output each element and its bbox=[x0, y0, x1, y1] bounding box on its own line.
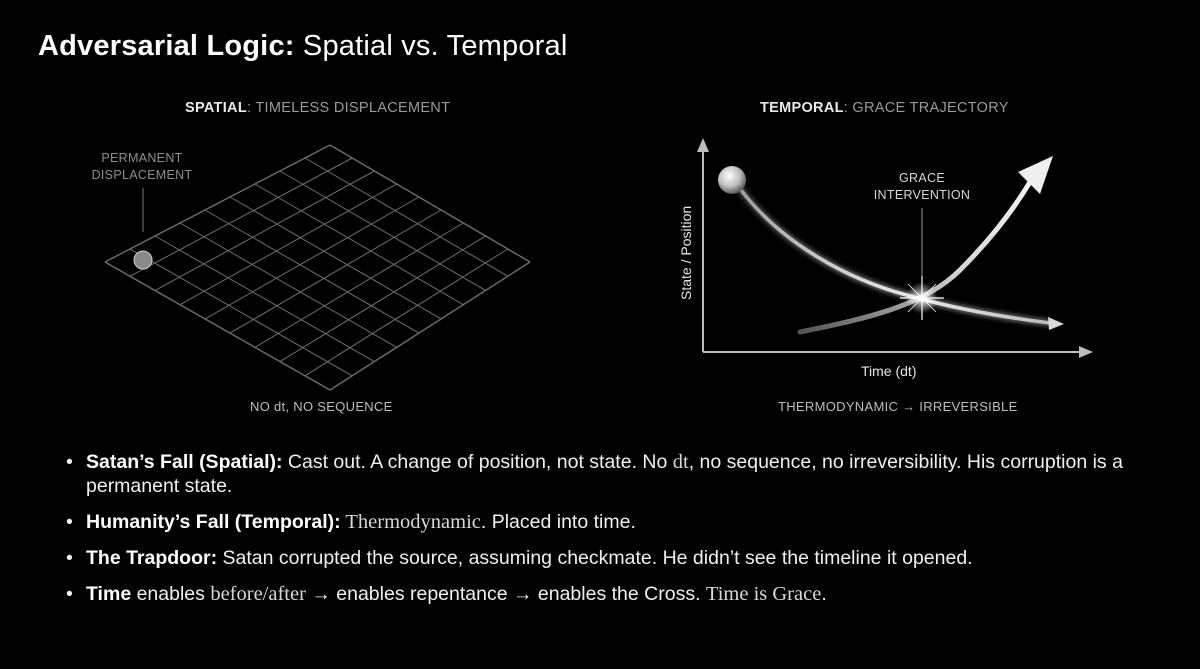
grid-line bbox=[179, 222, 397, 348]
bullet-serif-text: Time is Grace bbox=[705, 583, 822, 605]
bullet-text: , no sequence, no irreversibility. His c… bbox=[86, 451, 1123, 497]
temporal-heading-rest: : GRACE TRAJECTORY bbox=[843, 100, 1009, 116]
grace-intervention-label: GRACE INTERVENTION bbox=[862, 170, 982, 204]
x-axis-label: Time (dt) bbox=[861, 363, 917, 379]
bullet-serif-text: dt bbox=[672, 451, 689, 473]
fall-trajectory-curve bbox=[736, 184, 1052, 325]
grid-line bbox=[104, 261, 331, 391]
displaced-object-dot bbox=[133, 250, 153, 270]
grid-line bbox=[229, 196, 442, 320]
y-axis-arrowhead bbox=[697, 138, 709, 152]
bullet-item-satans-fall: Satan’s Fall (Spatial): Cast out. A chan… bbox=[64, 450, 1174, 498]
temporal-heading: TEMPORAL: GRACE TRAJECTORY bbox=[760, 100, 1009, 116]
grace-intervention-spark bbox=[900, 276, 944, 320]
bullet-item-trapdoor: The Trapdoor: Satan corrupted the source… bbox=[64, 546, 1174, 570]
grid-line bbox=[154, 235, 375, 362]
grid-line bbox=[304, 157, 509, 277]
grid-line bbox=[179, 183, 397, 306]
grace-label-line1: GRACE bbox=[899, 171, 945, 185]
title-light: Spatial vs. Temporal bbox=[302, 30, 568, 62]
spatial-caption: NO dt, NO SEQUENCE bbox=[250, 399, 393, 414]
grid-line bbox=[329, 261, 531, 391]
temporal-caption: THERMODYNAMIC → IRREVERSIBLE bbox=[778, 399, 1018, 414]
bullet-lead: Time bbox=[86, 583, 132, 605]
grid-line bbox=[329, 144, 531, 263]
bullet-lead: Humanity’s Fall (Temporal): bbox=[86, 511, 341, 533]
temporal-heading-bold: TEMPORAL bbox=[760, 100, 844, 116]
bullet-serif-text: Thermodynamic bbox=[340, 511, 481, 533]
bullet-list: Satan’s Fall (Spatial): Cast out. A chan… bbox=[64, 450, 1174, 618]
permanent-label-line1: PERMANENT bbox=[101, 151, 183, 165]
grid-line bbox=[204, 209, 420, 334]
grace-label-line2: INTERVENTION bbox=[873, 188, 971, 202]
grid-line bbox=[254, 222, 464, 348]
grid-line bbox=[254, 183, 464, 306]
grid-line bbox=[229, 209, 442, 334]
slide-title: Adversarial Logic: Spatial vs. Temporal bbox=[38, 30, 568, 63]
grid-line bbox=[129, 248, 353, 377]
title-bold: Adversarial Logic: bbox=[38, 30, 295, 62]
spatial-heading-rest: : TIMELESS DISPLACEMENT bbox=[246, 100, 451, 116]
grid-line bbox=[279, 170, 486, 291]
bullet-lead: Satan’s Fall (Spatial): bbox=[86, 451, 283, 473]
bullet-item-humanitys-fall: Humanity’s Fall (Temporal): Thermodynami… bbox=[64, 510, 1174, 534]
grace-trajectory-arrowhead bbox=[1018, 156, 1053, 194]
x-axis-arrowhead bbox=[1079, 346, 1093, 358]
grid-line bbox=[279, 235, 486, 362]
temporal-axes bbox=[697, 138, 1093, 358]
bullet-text: . bbox=[821, 583, 827, 605]
bullet-text: Satan corrupted the source, assuming che… bbox=[217, 547, 973, 569]
grid-line bbox=[304, 248, 509, 377]
permanent-label-line2: DISPLACEMENT bbox=[91, 168, 193, 182]
y-axis-label: State / Position bbox=[678, 205, 694, 300]
bullet-serif-text: before/after bbox=[210, 583, 306, 605]
isometric-grid bbox=[104, 144, 531, 391]
spatial-heading-bold: SPATIAL bbox=[185, 100, 247, 116]
bullet-text: → enables repentance → enables the Cross… bbox=[305, 583, 706, 605]
spatial-heading: SPATIAL: TIMELESS DISPLACEMENT bbox=[185, 100, 450, 116]
grid-line bbox=[104, 144, 331, 263]
bullet-lead: The Trapdoor: bbox=[86, 547, 218, 569]
permanent-displacement-label: PERMANENT DISPLACEMENT bbox=[86, 150, 198, 184]
grid-line bbox=[154, 170, 375, 291]
bullet-text: . Placed into time. bbox=[480, 511, 636, 533]
bullet-text: enables bbox=[131, 583, 211, 605]
bullet-text: Cast out. A change of position, not stat… bbox=[282, 451, 673, 473]
bullet-item-time: Time enables before/after → enables repe… bbox=[64, 582, 1174, 606]
grace-trajectory-curve bbox=[797, 179, 1033, 335]
falling-sphere bbox=[718, 166, 746, 194]
grid-line bbox=[204, 196, 420, 320]
grid-line bbox=[129, 157, 353, 277]
fall-trajectory-arrowhead bbox=[1048, 317, 1064, 330]
